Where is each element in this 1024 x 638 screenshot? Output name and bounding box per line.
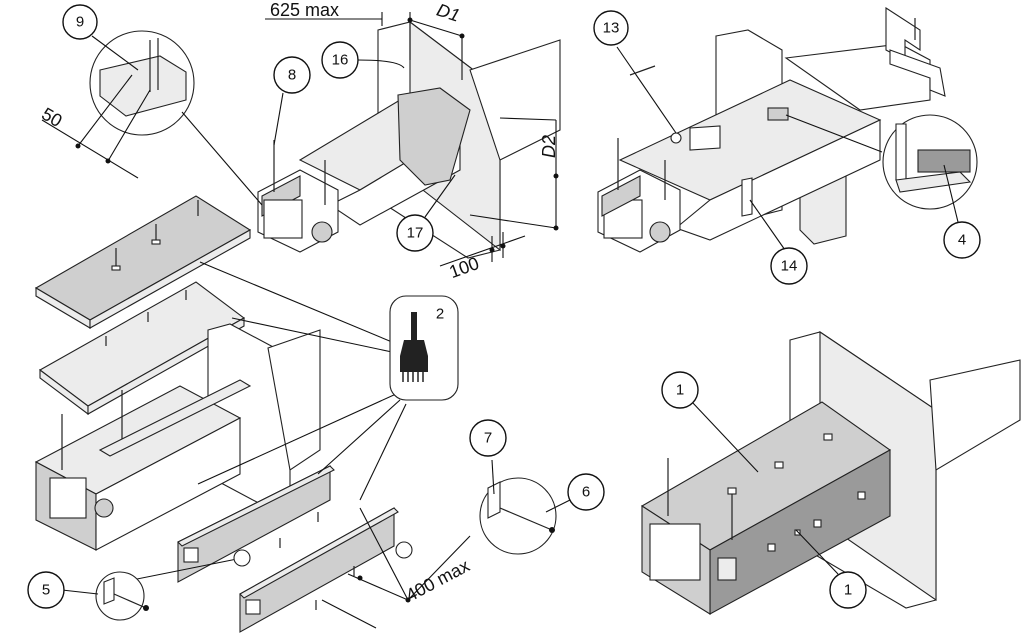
damper-opening [263, 199, 303, 239]
dim-50-text: 50 [38, 104, 65, 131]
profile-detail [99, 55, 187, 117]
callout-14-label: 14 [781, 258, 798, 275]
callout-14: 14 [749, 199, 808, 285]
duct-br-far [929, 359, 1021, 471]
callout-2-label: 2 [436, 306, 444, 323]
damper-wall-assembly [257, 20, 561, 259]
callout-1a-label: 1 [676, 382, 684, 399]
detail-4-magnifier: 4 [785, 114, 981, 259]
bracket-13 [689, 125, 721, 151]
callout-17-label: 17 [407, 225, 424, 242]
callout-13: 13 [593, 10, 682, 144]
wall-opening-seal [397, 87, 471, 186]
bracket-4-spot [767, 107, 789, 121]
callout-7-label: 7 [484, 430, 492, 447]
callout-9-label: 9 [76, 14, 84, 31]
lower-damper-opening [49, 477, 87, 519]
dim-d1-text: D1 [434, 0, 462, 26]
callout-1-side: 1 [795, 529, 867, 609]
cover-panels [34, 195, 252, 416]
bracket-plates [885, 6, 946, 97]
callout-6-label: 6 [582, 484, 590, 501]
plate-lower [889, 49, 946, 97]
callout-16-label: 16 [332, 52, 349, 69]
damper-blades-right [601, 175, 641, 217]
dim-625-text: 625 max [270, 0, 339, 20]
enclosed-assembly [640, 330, 1021, 615]
plate-upper [885, 6, 921, 61]
callout-2: 2 [197, 261, 459, 501]
callout-8: 8 [273, 56, 311, 146]
callout-16: 16 [321, 41, 405, 79]
detail-6-7: 7 6 [469, 419, 605, 555]
brush-icon [400, 312, 428, 382]
actuator-box [717, 557, 737, 581]
seal-strip [917, 149, 971, 173]
panel-a-hole [183, 547, 199, 563]
duct-beyond-wall [469, 39, 561, 161]
callout-4-label: 4 [958, 232, 966, 249]
dimension-625: 625 max [265, 0, 411, 60]
lower-left-assembly [34, 323, 321, 551]
side-panels [177, 465, 399, 633]
lower-box-side [95, 417, 241, 551]
callout-13-label: 13 [603, 20, 620, 37]
dim-100-text: 100 [447, 253, 482, 282]
actuator [311, 221, 333, 243]
callout-5-label: 5 [42, 582, 50, 599]
box-damper-opening [649, 523, 701, 581]
dimension-d2: D2 [469, 117, 559, 231]
dim-d2-text: D2 [539, 135, 559, 158]
callout-1b-label: 1 [844, 582, 852, 599]
detail-9-magnifier: 50 9 [38, 4, 263, 206]
bracket-14 [741, 177, 753, 217]
duct-side-right [674, 119, 881, 241]
callout-5: 5 [27, 549, 251, 621]
damper-bracket-assembly [597, 29, 931, 253]
callout-1-top: 1 [661, 371, 759, 473]
callout-8-label: 8 [288, 67, 296, 84]
dim-400-text: 400 max [402, 555, 472, 605]
callout-17: 17 [396, 174, 456, 252]
panel-b-hole [245, 599, 261, 615]
